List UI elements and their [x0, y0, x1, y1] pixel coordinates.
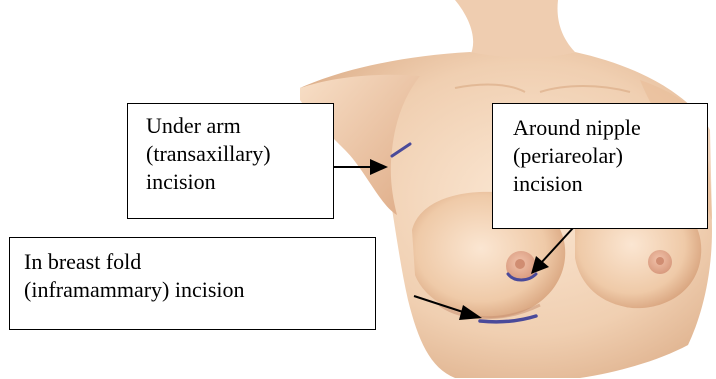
nipple-right [656, 257, 664, 265]
label-line: (transaxillary) [146, 140, 323, 168]
label-line: incision [146, 168, 323, 196]
neck-shape [455, 0, 575, 59]
nipple-left [515, 259, 525, 269]
label-line: In breast fold [24, 248, 365, 276]
label-line: (periareolar) [513, 142, 697, 170]
label-line: incision [513, 170, 697, 198]
label-periareolar-incision: Around nipple (periareolar) incision [492, 103, 708, 229]
label-line: Under arm [146, 112, 323, 140]
label-underarm-incision: Under arm (transaxillary) incision [127, 103, 334, 219]
label-line: (inframammary) incision [24, 276, 365, 304]
label-inframammary-incision: In breast fold (inframammary) incision [9, 237, 376, 330]
label-line: Around nipple [513, 114, 697, 142]
